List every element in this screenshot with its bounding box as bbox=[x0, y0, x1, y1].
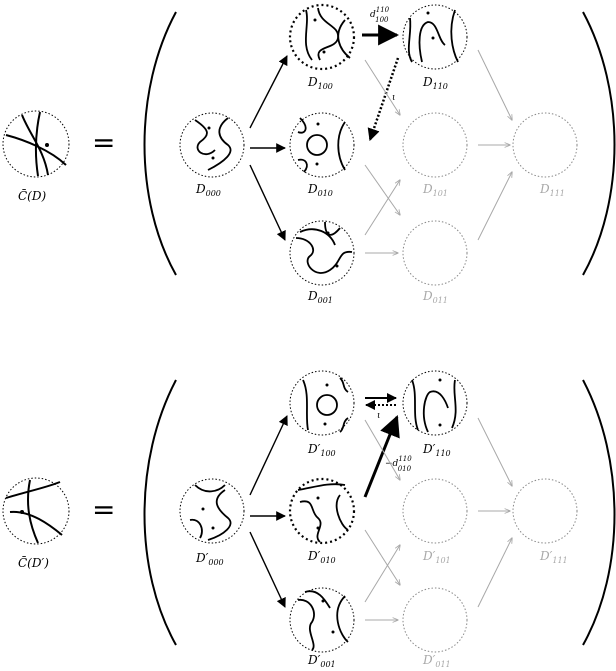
top-iota-arrow bbox=[367, 57, 400, 142]
top-node-d100 bbox=[288, 3, 356, 71]
top-node-d111 bbox=[512, 112, 578, 178]
top-node-d010 bbox=[289, 112, 355, 178]
top-node-d101 bbox=[402, 112, 468, 178]
top-label-d001: D001 bbox=[307, 289, 333, 305]
top-label-d100: D100 bbox=[307, 75, 333, 91]
top-grey-arrows bbox=[364, 49, 512, 253]
top-label-d010: D010 bbox=[307, 182, 333, 198]
bottom-label-d100: D′100 bbox=[307, 442, 336, 458]
bottom-node-d001 bbox=[289, 587, 355, 653]
bottom-node-d000 bbox=[179, 478, 245, 544]
bottom-iota-label: ι bbox=[377, 411, 381, 421]
top-label-d101: D101 bbox=[422, 182, 448, 198]
bottom-arrow-000-100 bbox=[249, 415, 288, 496]
top-iota-label: ι bbox=[392, 93, 396, 103]
top-complex: C̄(D) = D000 D100 bbox=[2, 3, 616, 305]
bottom-node-d110 bbox=[402, 370, 468, 436]
bottom-equals-sign: = bbox=[92, 493, 115, 526]
bottom-left-paren bbox=[143, 379, 177, 646]
bottom-label-d001: D′001 bbox=[307, 653, 336, 669]
bottom-label-d110: D′110 bbox=[422, 442, 451, 458]
top-left-paren bbox=[143, 11, 177, 276]
top-node-d011 bbox=[402, 220, 468, 286]
top-label-d110: D110 bbox=[422, 75, 448, 91]
top-label-d011: D011 bbox=[422, 289, 448, 305]
bottom-arrow-010-110 bbox=[363, 415, 400, 498]
bottom-label-d111: D′111 bbox=[539, 549, 568, 565]
bottom-node-d101 bbox=[402, 478, 468, 544]
bottom-label-d011: D′011 bbox=[422, 653, 451, 669]
top-equals-sign: = bbox=[92, 126, 115, 159]
bottom-node-d100 bbox=[289, 370, 355, 436]
top-label-d111: D111 bbox=[539, 182, 565, 198]
top-right-paren bbox=[582, 11, 616, 276]
bottom-label-d010: D′010 bbox=[307, 549, 336, 565]
top-node-d110 bbox=[402, 4, 468, 70]
top-label-d000: D000 bbox=[195, 182, 221, 198]
bottom-node-d011 bbox=[402, 587, 468, 653]
top-node-d001 bbox=[289, 220, 355, 286]
top-arrow-000-100 bbox=[249, 55, 288, 129]
bottom-complex: C̄(D′) = D′000 D′100 bbox=[2, 370, 616, 669]
bottom-lhs-label: C̄(D′) bbox=[18, 555, 49, 570]
bottom-label-d000: D′000 bbox=[195, 551, 224, 567]
top-lhs-diagram bbox=[2, 110, 70, 178]
top-lhs-label: C̄(D) bbox=[18, 188, 46, 203]
top-arrow-000-001 bbox=[249, 164, 286, 241]
bottom-node-d010 bbox=[288, 477, 356, 545]
bottom-node-d111 bbox=[512, 478, 578, 544]
bottom-arrow-000-001 bbox=[249, 531, 286, 608]
bottom-label-d101: D′101 bbox=[422, 549, 451, 565]
top-node-d000 bbox=[179, 112, 245, 178]
bottom-lhs-diagram bbox=[2, 477, 70, 545]
bottom-grey-arrows bbox=[364, 417, 512, 620]
bottom-right-paren bbox=[582, 379, 616, 646]
